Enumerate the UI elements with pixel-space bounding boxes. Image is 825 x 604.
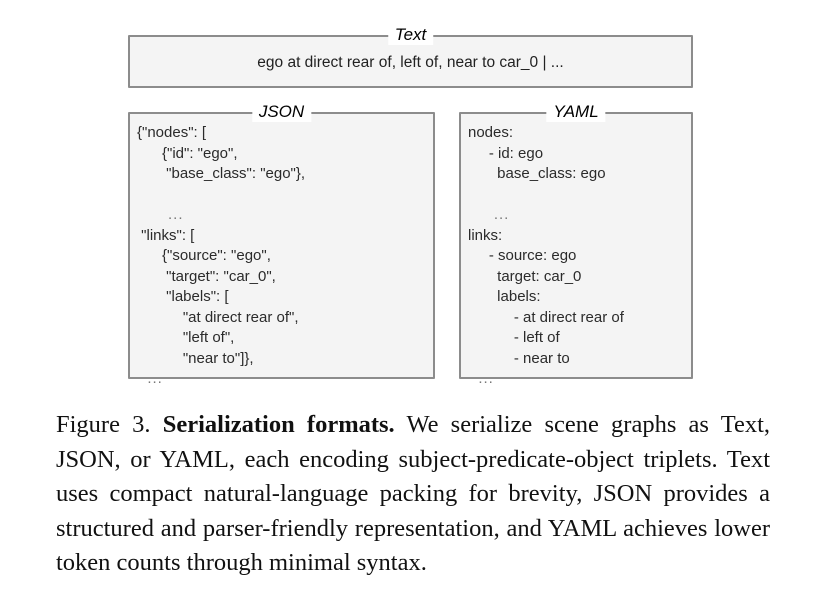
code-line: "base_class": "ego"}, [137, 165, 306, 182]
code-line: {"id": "ego", [137, 144, 238, 162]
code-line: ... [468, 370, 494, 387]
code-line: target: car_0 [468, 267, 582, 285]
code-line: ... [468, 206, 510, 223]
code-line: - id: ego [468, 144, 544, 162]
caption-text: We serialize scene graphs as Text, JSON,… [56, 411, 771, 576]
panel-yaml: YAML nodes: - id: ego base_class: ego ..… [459, 102, 693, 387]
code-line: - near to [468, 349, 570, 367]
code-line: ... [137, 370, 163, 387]
panel-text: Text ego at direct rear of, left of, nea… [128, 25, 693, 88]
panel-text-body: ego at direct rear of, left of, near to … [257, 54, 564, 71]
panel-json: JSON {"nodes": [ {"id": "ego", "base_cla… [128, 102, 435, 387]
panel-json-title: JSON [251, 102, 312, 122]
panel-text-title: Text [387, 25, 434, 45]
code-line: - left of [468, 329, 560, 346]
code-line: links: [468, 226, 503, 244]
caption-bold-title: Serialization formats. [162, 411, 395, 438]
code-line: "at direct rear of", [137, 308, 299, 326]
code-line [468, 185, 687, 206]
code-line: "target": "car_0", [137, 267, 276, 285]
panel-yaml-title: YAML [546, 102, 606, 122]
panel-json-code: {"nodes": [ {"id": "ego", "base_class": … [137, 123, 429, 390]
code-line: - source: ego [468, 247, 577, 264]
code-line: base_class: ego [468, 165, 606, 182]
code-line: "near to"]}, [137, 349, 254, 367]
code-line [137, 185, 429, 206]
code-line: ... [137, 206, 184, 223]
caption-label: Figure 3. [56, 411, 151, 438]
code-line: nodes: [468, 124, 514, 141]
code-line: {"nodes": [ [137, 124, 207, 141]
code-line: {"source": "ego", [137, 247, 271, 264]
figure-caption: Figure 3. Serialization formats. We seri… [56, 408, 770, 581]
panel-yaml-code: nodes: - id: ego base_class: ego ... link… [468, 123, 687, 390]
code-line: "links": [ [137, 226, 195, 244]
code-line: "labels": [ [137, 288, 229, 305]
code-line: - at direct rear of [468, 308, 624, 326]
code-line: "left of", [137, 329, 235, 346]
code-line: labels: [468, 288, 541, 305]
